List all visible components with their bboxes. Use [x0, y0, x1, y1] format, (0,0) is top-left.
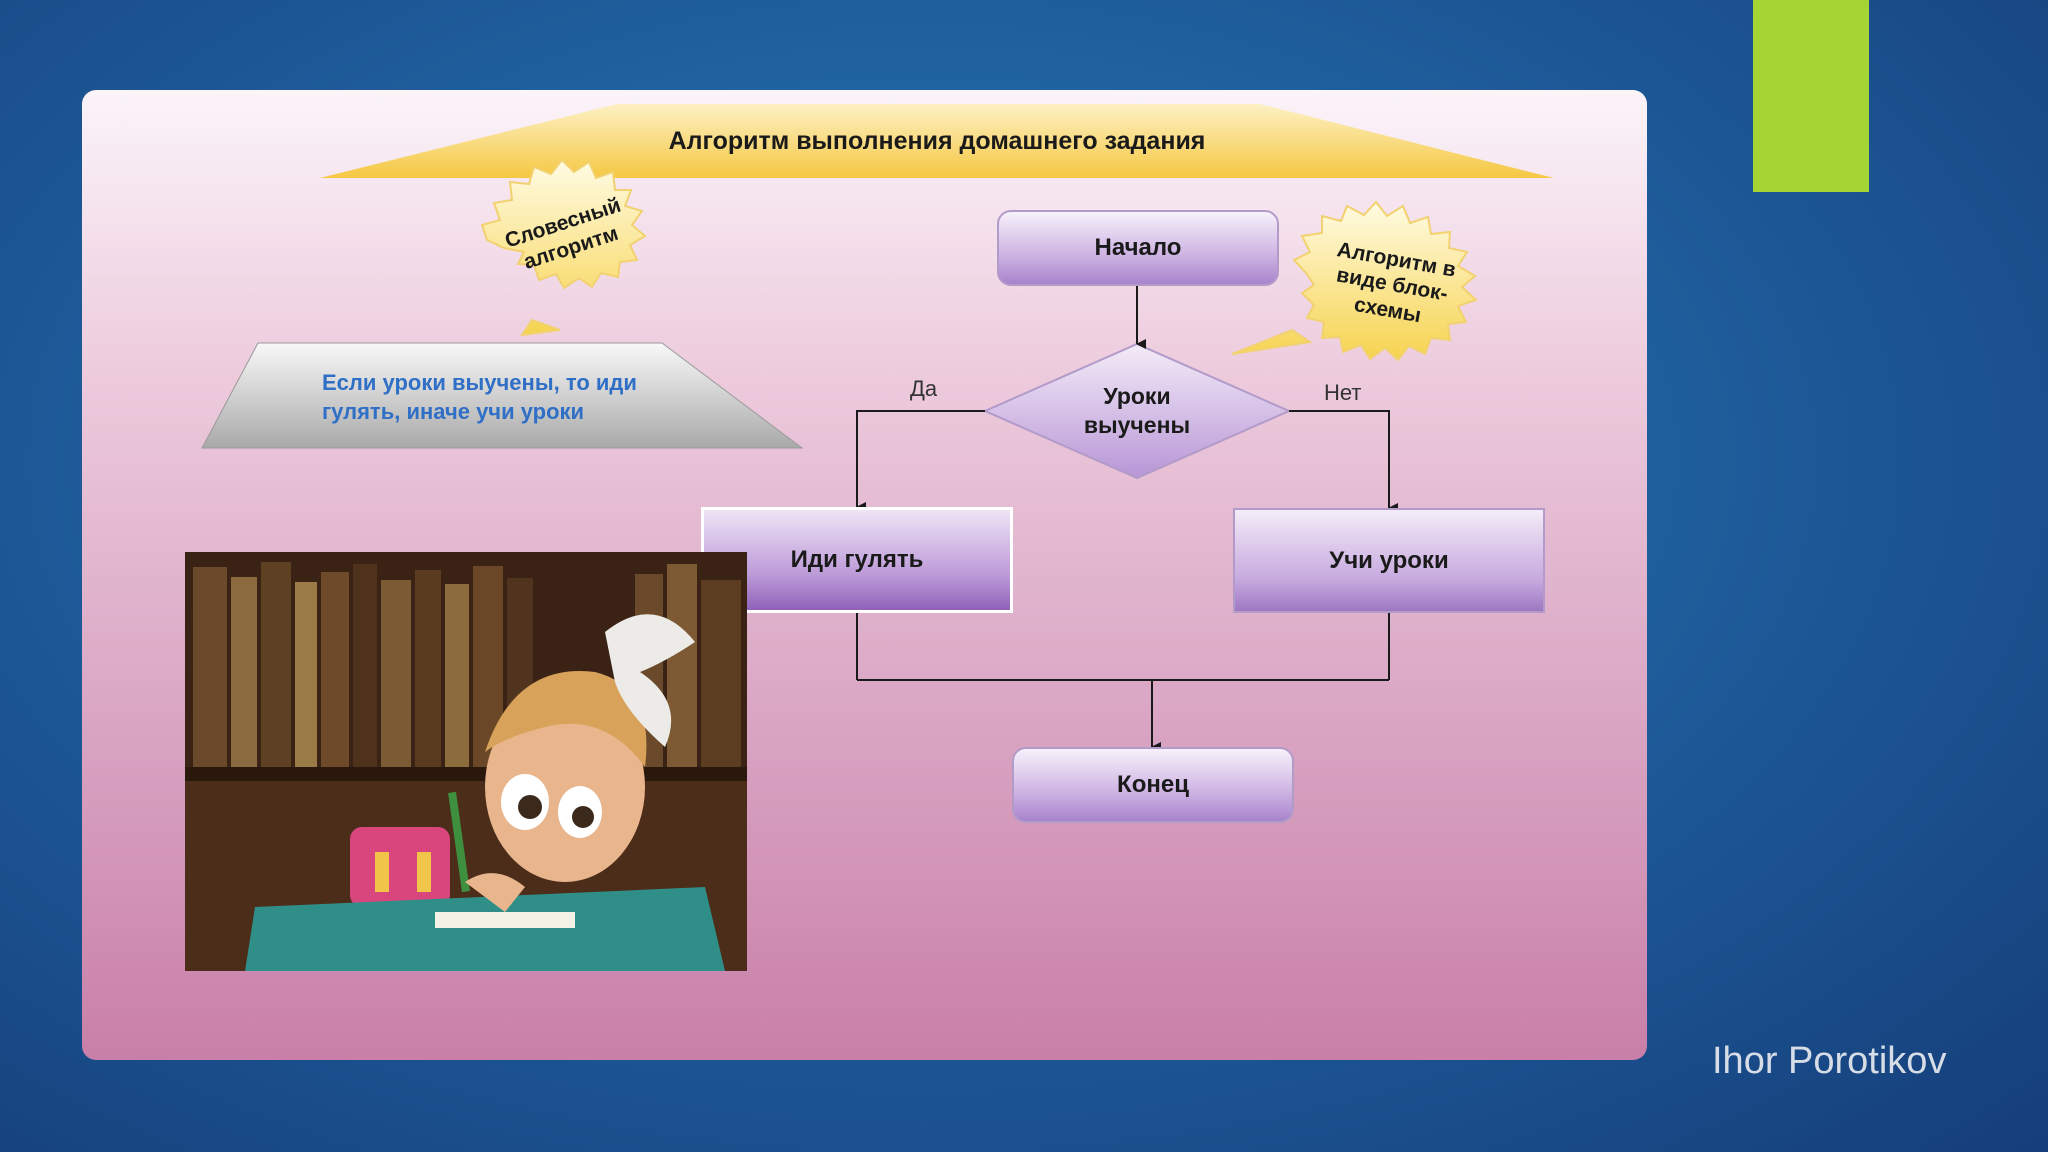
start-node: Начало [997, 210, 1279, 286]
girl-head [485, 692, 645, 882]
flowchart-callout-burst [1231, 200, 1478, 362]
author-name: Ihor Porotikov [1712, 1040, 1947, 1082]
yes-branch-label: Да [910, 376, 938, 401]
hair-bow [605, 614, 695, 747]
desk [245, 887, 725, 971]
yes-action-node: Иди гулять [701, 507, 1013, 613]
decision-diamond [982, 342, 1292, 480]
connector-yes-branch [856, 410, 985, 512]
slide-panel: Алгоритм выполнения домашнего задания Сл… [82, 90, 1647, 1060]
diagram-graphics [201, 104, 1554, 752]
verbal-algorithm-shape [201, 342, 804, 449]
verbal-callout-burst [480, 158, 647, 337]
illustration-image [185, 552, 747, 971]
connectors [856, 284, 1398, 752]
bag [350, 827, 450, 907]
no-branch-label: Нет [1324, 380, 1362, 405]
decision-label: Уроки выучены [1083, 383, 1191, 438]
bookshelf-books [193, 562, 741, 767]
slide-title: Алгоритм выполнения домашнего задания [668, 126, 1206, 155]
connector-no-branch [1289, 410, 1398, 513]
accent-bar [1753, 0, 1869, 192]
no-action-node: Учи уроки [1233, 508, 1545, 613]
end-node: Конец [1012, 747, 1294, 823]
title-banner [320, 104, 1554, 178]
verbal-algorithm-text: Если уроки выучены, то иди гулять, иначе… [322, 370, 637, 424]
girl-studying-illustration [185, 552, 747, 971]
